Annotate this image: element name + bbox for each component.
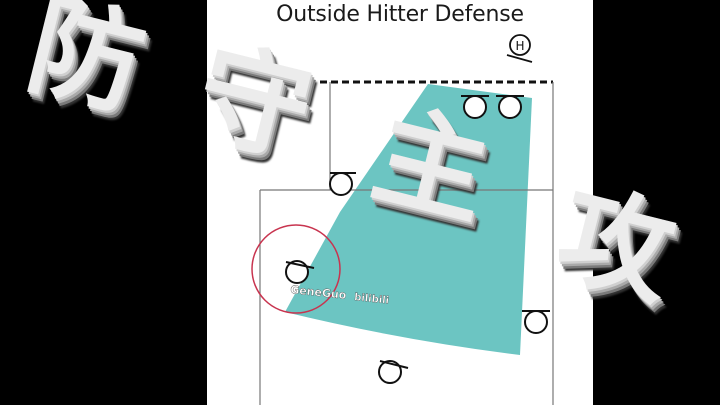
hitter-marker: H [506,34,533,63]
hitter-label: H [515,39,524,53]
player-left-front [329,172,356,196]
coverage-zone [285,84,532,355]
watermark-text: GeneGuo [290,283,348,302]
diagram-title: Outside Hitter Defense [276,2,524,27]
player-right-back [522,310,550,334]
watermark-brand: bilibili [354,292,390,307]
player-blocker-1 [461,95,489,119]
highlight-ring [251,224,341,314]
player-blocker-2 [496,95,524,119]
player-middle-back [378,360,409,384]
player-left-back [285,260,315,284]
